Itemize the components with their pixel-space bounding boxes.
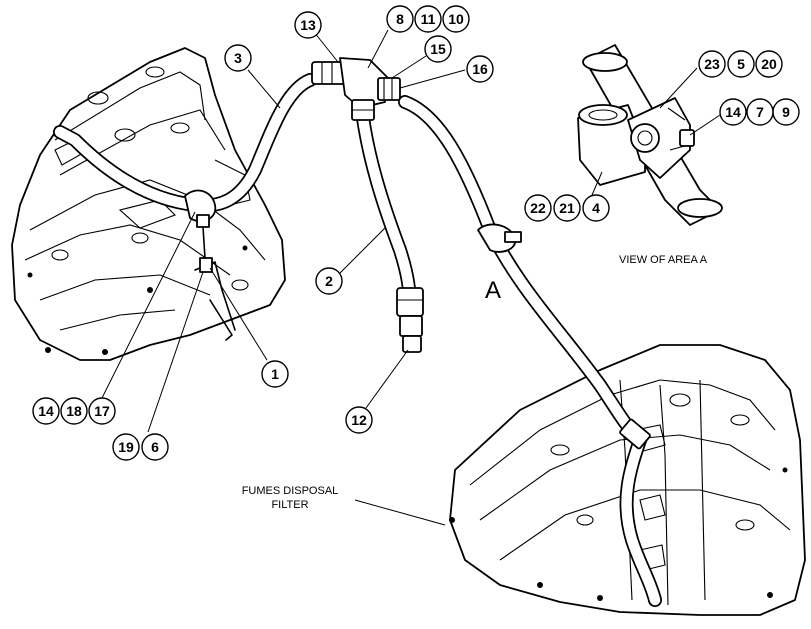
- hose-right-to-filter: [398, 95, 662, 607]
- callout-5-label: 5: [737, 56, 745, 72]
- callout-2: 2: [315, 267, 343, 295]
- callout-16: 16: [466, 55, 494, 83]
- hose-3-left: [53, 73, 317, 213]
- callout-15-label: 15: [430, 41, 446, 57]
- callout-23: 23: [698, 50, 726, 78]
- callout-19: 19: [112, 433, 140, 461]
- tee-fitting: [311, 57, 401, 121]
- fumes-disposal-label-line2: FILTER: [271, 499, 308, 511]
- callout-14-left-label: 14: [38, 403, 54, 419]
- callout-17: 17: [88, 397, 116, 425]
- callout-2-label: 2: [325, 273, 333, 289]
- callout-6: 6: [141, 433, 169, 461]
- callout-10-label: 10: [448, 11, 464, 27]
- callout-11: 11: [414, 5, 442, 33]
- callout-9: 9: [772, 98, 800, 126]
- callout-18: 18: [60, 397, 88, 425]
- callout-23-label: 23: [704, 56, 720, 72]
- callout-4: 4: [582, 194, 610, 222]
- callout-8-label: 8: [396, 11, 404, 27]
- callout-17-label: 17: [94, 403, 110, 419]
- callout-6-label: 6: [151, 439, 159, 455]
- callout-8: 8: [386, 5, 414, 33]
- callout-13-label: 13: [300, 17, 316, 33]
- callout-11-label: 11: [421, 11, 436, 27]
- callout-14-right-label: 14: [725, 104, 741, 120]
- callout-14-left: 14: [32, 397, 60, 425]
- callout-1-label: 1: [271, 366, 279, 382]
- filter-elbow-fitting: [619, 418, 651, 450]
- callout-22: 22: [524, 194, 552, 222]
- callout-16-label: 16: [472, 61, 488, 77]
- callout-20-label: 20: [761, 56, 777, 72]
- callout-7: 7: [746, 98, 774, 126]
- callout-19-label: 19: [118, 439, 134, 455]
- callout-12: 12: [345, 406, 373, 434]
- view-of-area-a-label: VIEW OF AREA A: [619, 254, 708, 266]
- callout-3-label: 3: [234, 50, 242, 66]
- callout-5: 5: [727, 50, 755, 78]
- callout-21-label: 21: [559, 200, 575, 216]
- view-of-area-a-detail: [577, 44, 723, 226]
- callout-20: 20: [755, 50, 783, 78]
- hose-clamp-right: [477, 223, 522, 253]
- leader-lines: [101, 29, 721, 526]
- callout-7-label: 7: [756, 104, 764, 120]
- area-a-marker: A: [485, 277, 501, 304]
- callout-12-label: 12: [351, 412, 367, 428]
- coupling-12: [396, 287, 424, 353]
- callout-9-label: 9: [782, 104, 790, 120]
- callout-22-label: 22: [530, 200, 546, 216]
- callout-18-label: 18: [66, 403, 82, 419]
- callout-4-label: 4: [592, 200, 600, 216]
- callout-10: 10: [442, 5, 470, 33]
- callout-15: 15: [424, 35, 452, 63]
- callout-3: 3: [224, 44, 252, 72]
- hose-2-middle: [355, 103, 417, 317]
- hose-clamp-left: [184, 189, 217, 273]
- callout-21: 21: [553, 194, 581, 222]
- callout-14-right: 14: [719, 98, 747, 126]
- callout-1: 1: [261, 360, 289, 388]
- upper-left-engine: [11, 47, 286, 361]
- fumes-disposal-label-line1: FUMES DISPOSAL: [242, 485, 339, 497]
- callout-13: 13: [294, 11, 322, 39]
